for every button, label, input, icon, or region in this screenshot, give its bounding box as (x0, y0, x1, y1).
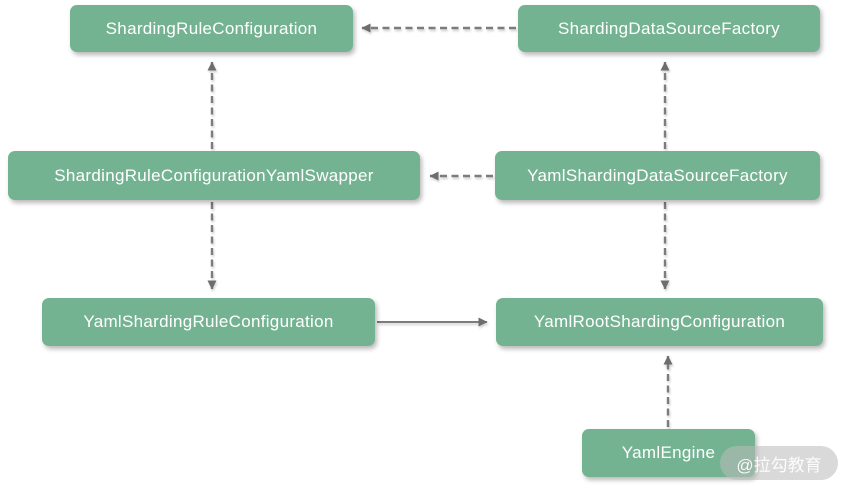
node-yaml-sharding-rule-configuration: YamlShardingRuleConfiguration (42, 298, 375, 346)
node-label: YamlShardingDataSourceFactory (527, 165, 788, 185)
node-label: ShardingRuleConfiguration (105, 18, 318, 38)
watermark-text: @拉勾教育 (736, 455, 822, 475)
node-label: YamlShardingRuleConfiguration (83, 312, 334, 331)
node-yaml-sharding-data-source-factory: YamlShardingDataSourceFactory (495, 151, 820, 200)
node-sharding-rule-configuration-yaml-swapper: ShardingRuleConfigurationYamlSwapper (8, 151, 420, 200)
node-sharding-data-source-factory: ShardingDataSourceFactory (518, 5, 820, 52)
node-yaml-root-sharding-configuration: YamlRootShardingConfiguration (496, 298, 823, 346)
node-label: YamlRootShardingConfiguration (533, 312, 786, 331)
node-label: ShardingRuleConfigurationYamlSwapper (54, 165, 374, 185)
watermark-badge: @拉勾教育 (720, 446, 838, 480)
node-label: YamlEngine (621, 443, 716, 462)
node-label: ShardingDataSourceFactory (557, 18, 780, 38)
node-sharding-rule-configuration: ShardingRuleConfiguration (70, 5, 353, 52)
